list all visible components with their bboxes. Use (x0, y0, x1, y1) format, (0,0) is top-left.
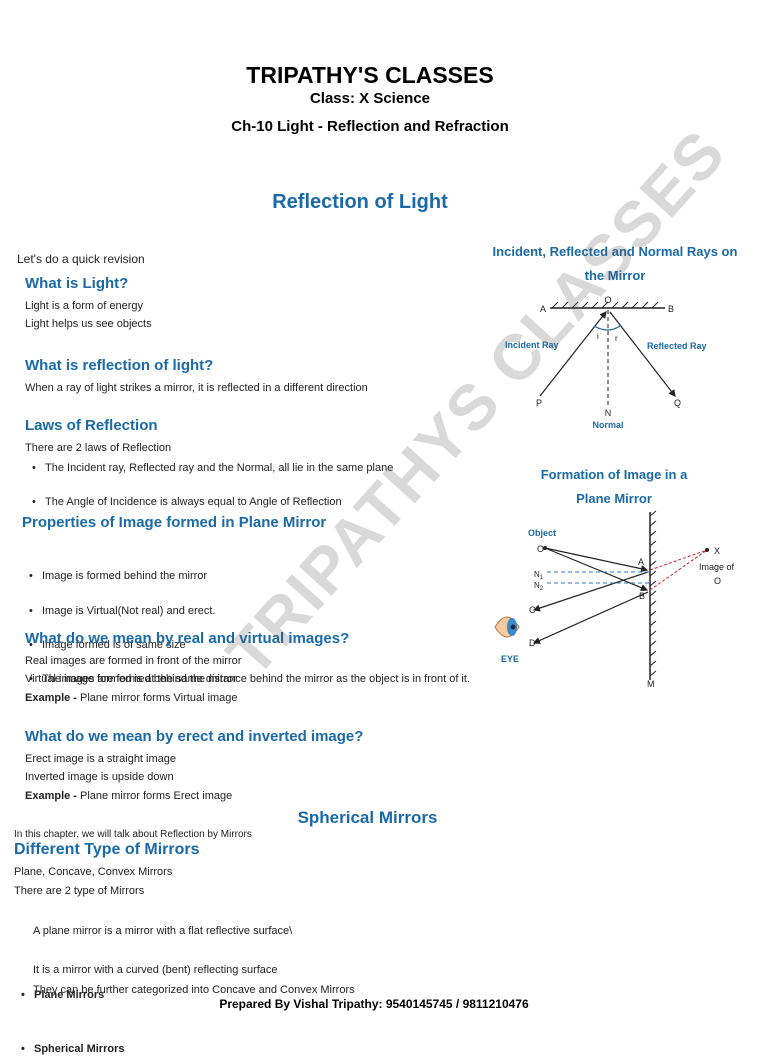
spherical-mirrors-label: Spherical Mirrors (16, 1042, 768, 1056)
laws-intro: There are 2 laws of Reflection (25, 442, 172, 454)
real-virtual-line-2: Virtual images are formed behind the mir… (25, 673, 237, 685)
label-image-o: O (714, 576, 721, 586)
example-text: Plane mirror forms Erect image (76, 790, 233, 802)
label-r: r (615, 334, 618, 343)
properties-bullet-4: The image formed is at the same distance… (24, 672, 768, 686)
reflection-rays-diagram: Incident, Reflected and Normal Rays on t… (493, 244, 738, 430)
erect-inverted-example: Example - Plane mirror forms Erect image (25, 789, 232, 803)
laws-bullet-1: The Incident ray, Reflected ray and the … (27, 461, 768, 475)
properties-heading: Properties of Image formed in Plane Mirr… (22, 514, 327, 531)
label-n1-main: N (534, 570, 540, 579)
label-a: A (540, 304, 546, 314)
example-label: Example - (25, 790, 77, 802)
reflected-ray-d (532, 591, 649, 644)
section-title: Reflection of Light (272, 191, 448, 213)
label-o: O (604, 295, 611, 305)
label-eye: EYE (501, 654, 519, 664)
mirror-types-line-1: Plane, Concave, Convex Mirrors (14, 866, 173, 878)
object-ray-b (544, 547, 649, 592)
spherical-title: Spherical Mirrors (297, 808, 438, 827)
laws-bullet-2: The Angle of Incidence is always equal t… (27, 495, 768, 509)
properties-bullet-3: Image formed is of same size (24, 638, 768, 652)
label-i: i (597, 332, 599, 341)
laws-heading: Laws of Reflection (25, 417, 158, 434)
label-o: O (537, 544, 544, 554)
erect-inverted-heading: What do we mean by erect and inverted im… (25, 728, 364, 745)
spherical-intro: In this chapter, we will talk about Refl… (14, 829, 252, 840)
label-reflected-ray: Reflected Ray (647, 341, 707, 351)
reflected-ray-c (532, 571, 649, 612)
example-label: Example - (25, 692, 77, 704)
virtual-ray-a (649, 549, 708, 571)
label-n2-main: N (534, 581, 540, 590)
label-b: B (668, 304, 674, 314)
reflected-ray (609, 311, 676, 397)
what-is-light-line-1: Light is a form of energy (25, 300, 144, 312)
object-ray-a (544, 547, 649, 573)
label-object: Object (528, 528, 556, 538)
chapter-title: Ch-10 Light - Reflection and Refraction (231, 118, 509, 135)
spherical-mirrors-desc-2: They can be further categorized into Con… (33, 984, 355, 996)
erect-inverted-line-2: Inverted image is upside down (25, 771, 174, 783)
label-normal: Normal (592, 420, 623, 430)
object-point (543, 546, 547, 550)
plane-mirror-image-diagram: Formation of Image in a Plane Mirror Obj… (494, 467, 735, 689)
image-point (705, 548, 709, 552)
label-a: A (638, 557, 644, 567)
what-is-reflection-line-1: When a ray of light strikes a mirror, it… (25, 382, 368, 394)
label-n1: N1 (534, 570, 544, 581)
diagram1-title-2: the Mirror (585, 268, 646, 283)
label-p: P (536, 398, 542, 408)
eye-icon (494, 616, 520, 638)
what-is-light-heading: What is Light? (25, 275, 129, 292)
label-b: B (639, 591, 645, 601)
label-n: N (605, 408, 612, 418)
label-q: Q (674, 398, 681, 408)
mirror-hatch (649, 510, 657, 677)
real-virtual-line-1: Real images are formed in front of the m… (25, 655, 242, 667)
label-n1-sub: 1 (540, 575, 544, 581)
diagram1-title-1: Incident, Reflected and Normal Rays on (493, 244, 738, 259)
mirror-types-line-2: There are 2 type of Mirrors (14, 885, 145, 897)
label-x: X (714, 546, 720, 556)
diagram2-title-2: Plane Mirror (576, 491, 652, 506)
spherical-mirrors-desc-1: It is a mirror with a curved (bent) refl… (33, 964, 278, 976)
what-is-reflection-heading: What is reflection of light? (25, 357, 214, 374)
what-is-light-line-2: Light helps us see objects (25, 318, 152, 330)
real-virtual-example: Example - Plane mirror forms Virtual ima… (25, 691, 238, 705)
label-d: D (529, 638, 536, 648)
real-virtual-heading: What do we mean by real and virtual imag… (25, 630, 350, 647)
plane-mirrors-label: Plane Mirrors (16, 988, 768, 1002)
angle-arc (593, 325, 621, 331)
diagram2-title-1: Formation of Image in a (541, 467, 688, 482)
class-line: Class: X Science (309, 90, 431, 107)
label-image-of: Image of (699, 562, 735, 572)
mirror-types-heading: Different Type of Mirrors (14, 841, 200, 858)
erect-inverted-line-1: Erect image is a straight image (25, 753, 177, 765)
properties-bullet-2: Image is Virtual(Not real) and erect. (24, 604, 768, 618)
properties-bullet-1: Image is formed behind the mirror (24, 569, 768, 583)
virtual-ray-b (649, 549, 708, 591)
example-text: Plane mirror forms Virtual image (76, 692, 238, 704)
org-title: TRIPATHY'S CLASSES (246, 62, 494, 88)
label-incident-ray: Incident Ray (505, 340, 559, 350)
label-n2-sub: 2 (540, 586, 544, 592)
label-n2: N2 (534, 581, 544, 592)
mirror-hatch (551, 301, 659, 309)
revision-intro: Let's do a quick revision (17, 252, 145, 266)
plane-mirrors-desc: A plane mirror is a mirror with a flat r… (33, 925, 293, 937)
footer: Prepared By Vishal Tripathy: 9540145745 … (219, 997, 529, 1011)
label-m: M (647, 679, 655, 689)
label-c: C (529, 605, 536, 615)
